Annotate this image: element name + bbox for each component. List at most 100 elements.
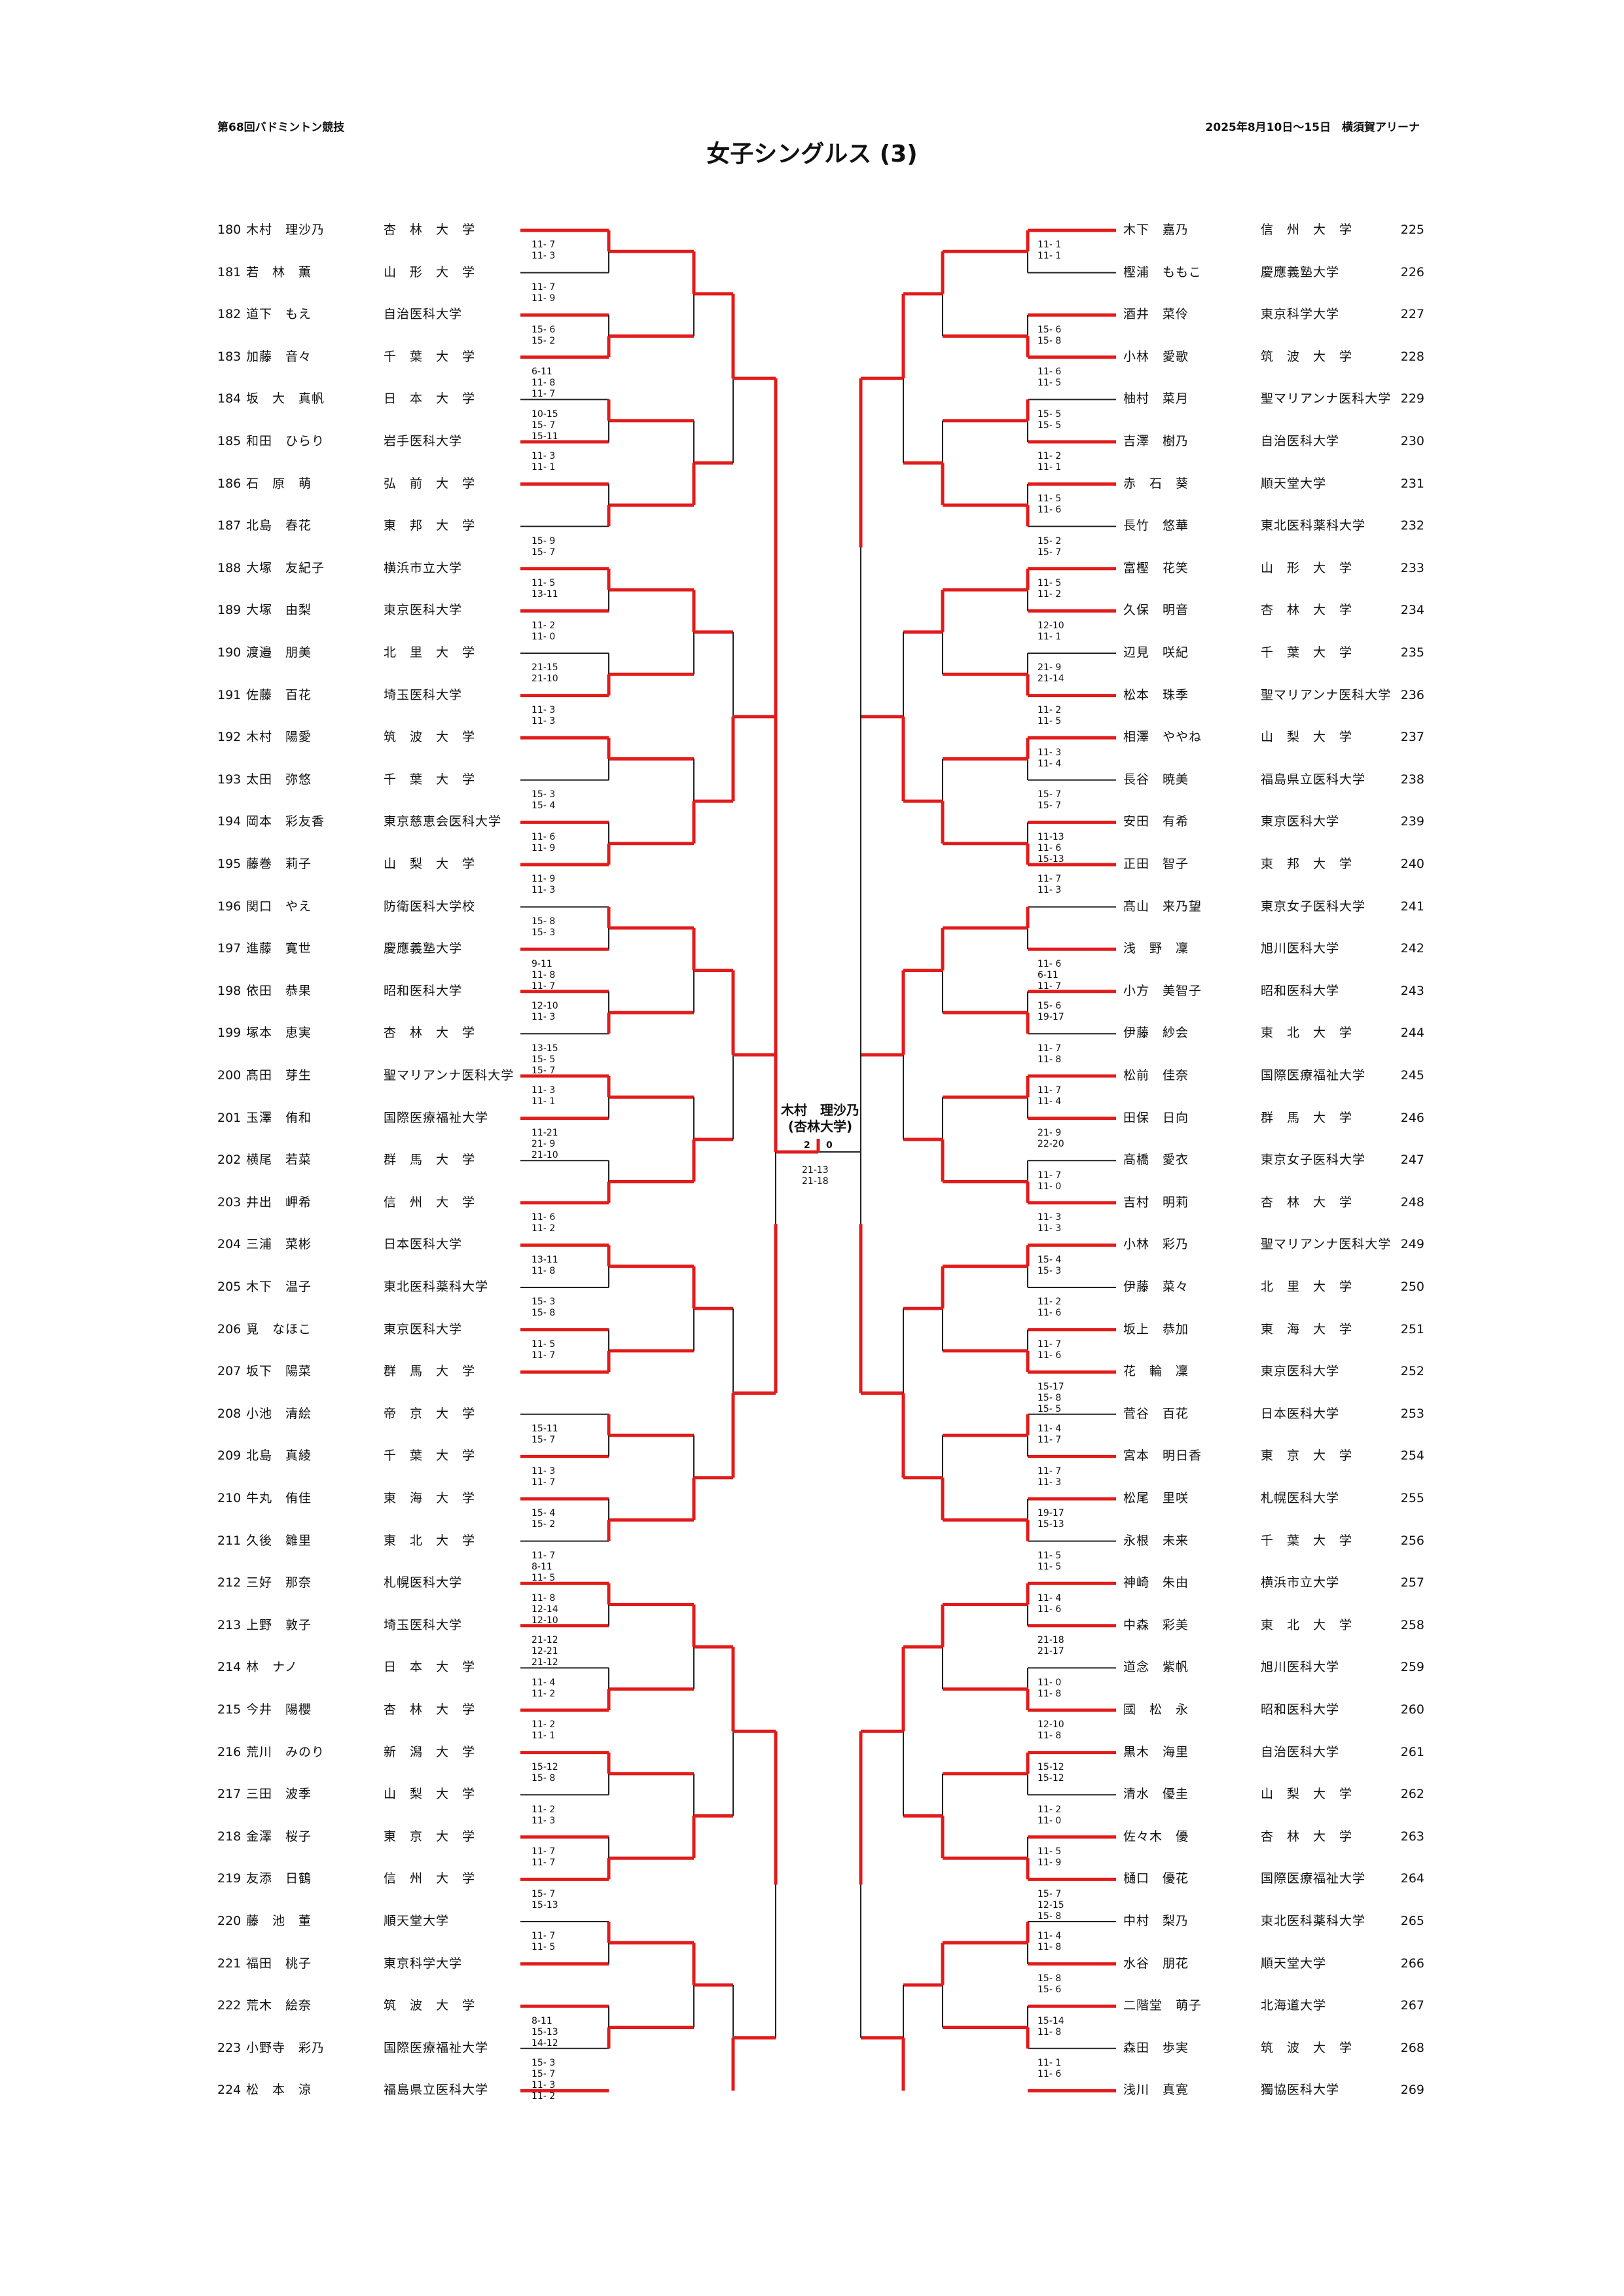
player-name: 長谷 暁美	[1123, 772, 1189, 787]
player-name: 大塚 由梨	[246, 603, 312, 618]
player-seed: 211	[217, 1533, 242, 1548]
player-seed: 205	[217, 1280, 242, 1294]
player-seed: 269	[1400, 2083, 1424, 2098]
player-name: 三好 那奈	[246, 1575, 312, 1590]
player-name: 覓 なほこ	[246, 1321, 312, 1336]
player-seed: 213	[217, 1617, 242, 1632]
player-seed: 195	[217, 857, 242, 871]
match-score: 11- 7 8-11 11- 5	[532, 1550, 556, 1583]
match-score: 15-11 15- 7	[532, 1424, 558, 1446]
match-score: 15- 3 15- 4	[532, 789, 556, 812]
player-name: 髙田 芽生	[246, 1068, 312, 1083]
player-team: 自治医科大学	[384, 307, 463, 322]
player-seed: 227	[1400, 307, 1424, 322]
player-team: 千 葉 大 学	[1261, 645, 1353, 660]
player-team: 東京慈恵会医科大学	[384, 814, 502, 829]
player-team: 千 葉 大 学	[1261, 1533, 1353, 1548]
player-seed: 206	[217, 1321, 242, 1336]
match-score: 11- 7 11- 7	[532, 1846, 556, 1869]
match-score: 11- 7 11- 5	[532, 1931, 556, 1953]
match-score: 11- 3 11- 3	[1038, 1212, 1062, 1234]
player-name: 松本 珠季	[1123, 687, 1189, 702]
player-seed: 267	[1400, 1998, 1424, 2013]
player-team: 杏 林 大 学	[384, 223, 476, 237]
match-score: 11- 4 11- 8	[1038, 1931, 1062, 1953]
player-team: 順天堂大学	[1261, 1956, 1327, 1971]
player-team: 信 州 大 学	[384, 1871, 476, 1886]
champion-team: (杏林大学)	[787, 1119, 853, 1134]
player-name: 神崎 朱由	[1123, 1575, 1189, 1590]
player-seed: 189	[217, 603, 242, 618]
player-seed: 256	[1400, 1533, 1424, 1548]
player-team: 札幌医科大学	[384, 1575, 463, 1590]
match-score: 11- 7 11- 0	[1038, 1170, 1062, 1192]
player-seed: 252	[1400, 1364, 1424, 1379]
player-name: 辺見 咲紀	[1123, 645, 1189, 660]
player-name: 木下 嘉乃	[1123, 223, 1189, 237]
final-games-right: 0	[826, 1140, 833, 1151]
player-seed: 259	[1400, 1660, 1424, 1675]
final-games-left: 2	[804, 1140, 810, 1151]
player-seed: 180	[217, 223, 242, 237]
player-name: 浅川 真寛	[1123, 2083, 1189, 2098]
player-team: 杏 林 大 学	[384, 1026, 476, 1041]
match-score: 11- 2 11- 0	[1038, 1804, 1062, 1826]
player-seed: 254	[1400, 1448, 1424, 1463]
match-score: 15- 6 19-17	[1038, 1001, 1064, 1023]
player-team: 東京科学大学	[1261, 307, 1340, 322]
player-seed: 244	[1400, 1026, 1424, 1041]
player-seed: 212	[217, 1575, 242, 1590]
player-name: 藤巻 莉子	[246, 857, 312, 871]
match-score: 11- 2 11- 6	[1038, 1297, 1062, 1319]
player-team: 防衛医科大学校	[384, 899, 476, 914]
player-team: 東京女子医科大学	[1261, 899, 1366, 914]
player-row: 212 三好 那奈 札幌医科大学	[217, 1575, 518, 1590]
player-team: 群 馬 大 学	[384, 1364, 476, 1379]
match-score: 11- 5 11- 7	[532, 1338, 556, 1361]
player-team: 東 京 大 学	[1261, 1448, 1353, 1463]
player-team: 千 葉 大 学	[384, 772, 476, 787]
match-score: 15-14 11- 8	[1038, 2015, 1064, 2037]
player-seed: 218	[217, 1829, 242, 1844]
match-score: 15- 3 15- 8	[532, 1297, 556, 1319]
match-score: 11- 2 11- 3	[532, 1804, 556, 1826]
match-score: 11- 4 11- 6	[1038, 1592, 1062, 1615]
player-team: 昭和医科大学	[1261, 1702, 1340, 1717]
player-team: 獨協医科大学	[1261, 2083, 1340, 2098]
player-team: 杏 林 大 学	[1261, 1194, 1353, 1210]
player-team: 東 海 大 学	[1261, 1321, 1353, 1336]
player-seed: 190	[217, 645, 242, 660]
player-team: 筑 波 大 学	[384, 1998, 476, 2013]
player-name: 荒川 みのり	[246, 1744, 325, 1759]
player-name: 久後 雛里	[246, 1533, 312, 1548]
match-score: 15- 4 15- 3	[1038, 1254, 1062, 1276]
player-seed: 248	[1400, 1194, 1424, 1210]
player-seed: 230	[1400, 434, 1424, 448]
match-score: 15-17 15- 8 15- 5	[1038, 1381, 1064, 1414]
player-seed: 250	[1400, 1280, 1424, 1294]
player-seed: 263	[1400, 1829, 1424, 1844]
match-score: 8-11 15-13 14-12	[532, 2015, 558, 2049]
player-team: 昭和医科大学	[1261, 983, 1340, 998]
player-team: 東北医科薬科大学	[1261, 1914, 1366, 1928]
player-team: 旭川医科大学	[1261, 1660, 1340, 1675]
player-seed: 198	[217, 983, 242, 998]
player-team: 東 京 大 学	[384, 1829, 476, 1844]
match-score: 21- 9 21-14	[1038, 662, 1064, 685]
player-team: 信 州 大 学	[384, 1194, 476, 1210]
player-team: 聖マリアンナ医科大学	[384, 1068, 514, 1083]
